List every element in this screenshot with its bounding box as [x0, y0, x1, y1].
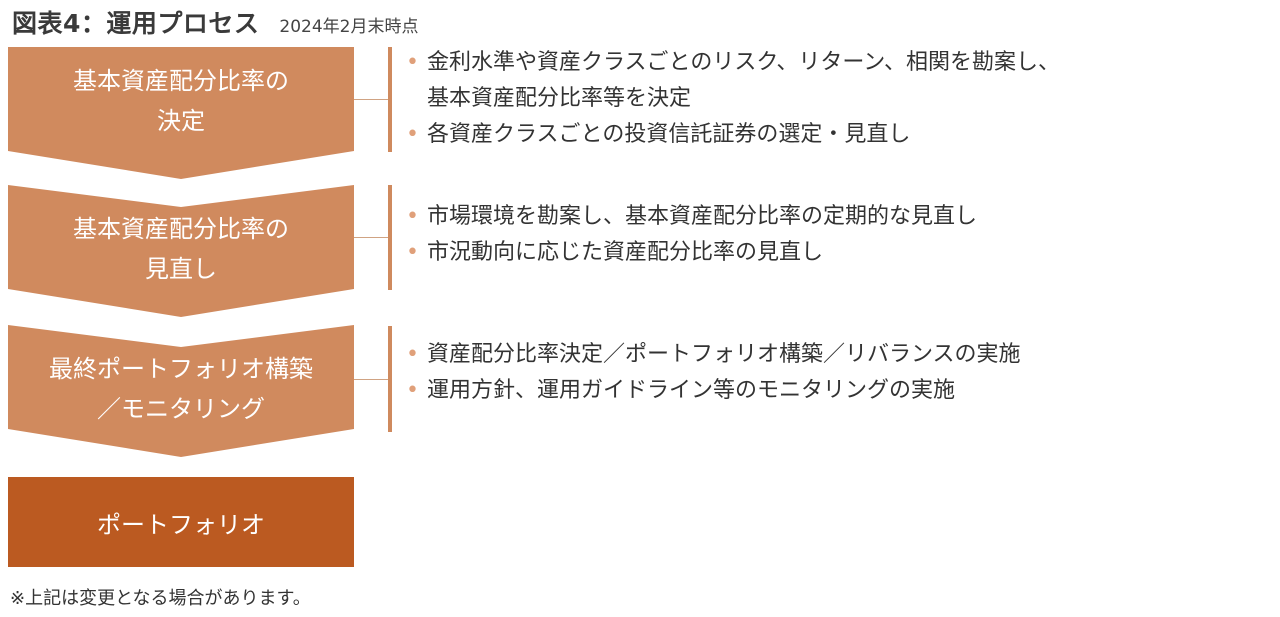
- bullet-text: 市場環境を勘案し、基本資産配分比率の定期的な見直し: [427, 204, 978, 229]
- bullet-item: • 市場環境を勘案し、基本資産配分比率の定期的な見直し: [406, 199, 977, 235]
- portfolio-label: ポートフォリオ: [97, 510, 265, 539]
- bullet-item: • 運用方針、運用ガイドライン等のモニタリングの実施: [406, 373, 1021, 409]
- step-label-line: 最終ポートフォリオ構築: [49, 355, 313, 383]
- process-step-2: 基本資産配分比率の 見直し: [8, 185, 354, 317]
- step-label-line: 決定: [157, 107, 205, 135]
- bullet-dot-icon: •: [406, 342, 419, 367]
- figure-title: 図表4：運用プロセス: [12, 9, 260, 38]
- step-2-bullets: • 市場環境を勘案し、基本資産配分比率の定期的な見直し • 市況動向に応じた資産…: [406, 199, 977, 271]
- bullet-dot-icon: •: [406, 240, 419, 265]
- chevron-shape: [8, 325, 354, 457]
- step-label-line: ／モニタリング: [97, 395, 265, 423]
- bullet-text: 金利水準や資産クラスごとのリスク、リターン、相関を勘案し、 基本資産配分比率等を…: [427, 50, 1060, 111]
- connector-line: [354, 379, 388, 380]
- bullet-item: • 資産配分比率決定／ポートフォリオ構築／リバランスの実施: [406, 337, 1021, 373]
- connector-line: [354, 99, 388, 100]
- step-label: 最終ポートフォリオ構築 ／モニタリング: [8, 337, 354, 441]
- bracket-bar: [388, 185, 392, 290]
- footnote: ※上記は変更となる場合があります。: [10, 588, 311, 609]
- step-label: 基本資産配分比率の 見直し: [8, 197, 354, 301]
- step-1-bullets: • 金利水準や資産クラスごとのリスク、リターン、相関を勘案し、 基本資産配分比率…: [406, 45, 1060, 153]
- process-step-1: 基本資産配分比率の 決定: [8, 47, 354, 179]
- figure-date: 2024年2月末時点: [279, 17, 419, 37]
- step-label-line: 見直し: [145, 255, 217, 283]
- step-label-line: 基本資産配分比率の: [73, 215, 289, 243]
- bracket-bar: [388, 326, 392, 432]
- figure-header: 図表4：運用プロセス 2024年2月末時点: [12, 4, 419, 38]
- bullet-dot-icon: •: [406, 122, 419, 147]
- bullet-item: • 金利水準や資産クラスごとのリスク、リターン、相関を勘案し、 基本資産配分比率…: [406, 45, 1060, 117]
- chevron-shape: [8, 47, 354, 179]
- bullet-text: 運用方針、運用ガイドライン等のモニタリングの実施: [427, 378, 956, 403]
- bullet-dot-icon: •: [406, 204, 419, 229]
- chevron-shape: [8, 185, 354, 317]
- step-label-line: 基本資産配分比率の: [73, 67, 289, 95]
- portfolio-box: ポートフォリオ: [8, 477, 354, 567]
- step-label: 基本資産配分比率の 決定: [8, 47, 354, 155]
- process-step-3: 最終ポートフォリオ構築 ／モニタリング: [8, 325, 354, 457]
- bullet-item: • 市況動向に応じた資産配分比率の見直し: [406, 235, 977, 271]
- bullet-text: 各資産クラスごとの投資信託証券の選定・見直し: [427, 122, 911, 147]
- bullet-item: • 各資産クラスごとの投資信託証券の選定・見直し: [406, 117, 1060, 153]
- bullet-dot-icon: •: [406, 50, 419, 75]
- step-3-bullets: • 資産配分比率決定／ポートフォリオ構築／リバランスの実施 • 運用方針、運用ガ…: [406, 337, 1021, 409]
- bullet-dot-icon: •: [406, 378, 419, 403]
- connector-line: [354, 237, 388, 238]
- bullet-text: 資産配分比率決定／ポートフォリオ構築／リバランスの実施: [427, 342, 1021, 367]
- bullet-text: 市況動向に応じた資産配分比率の見直し: [427, 240, 824, 265]
- bracket-bar: [388, 47, 392, 152]
